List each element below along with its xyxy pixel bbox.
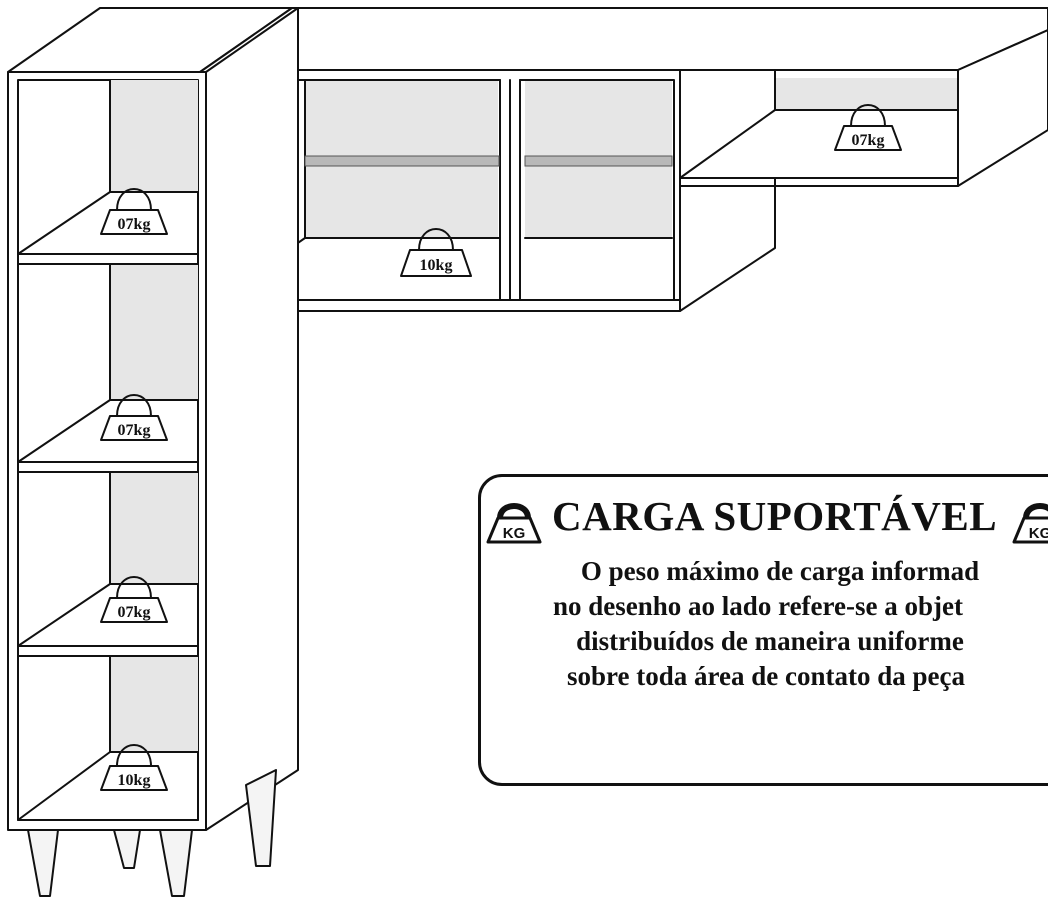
kg-weight-icon: KG: [486, 503, 542, 544]
weight-label: 07kg: [118, 216, 151, 233]
weight-tag-upper-cabinet: 10kg: [400, 228, 472, 277]
weight-label: 10kg: [420, 257, 453, 274]
weight-tag-tower-shelf-2: 07kg: [100, 394, 168, 441]
notice-line: O peso máximo de carga informad: [580, 556, 980, 586]
weight-tag-upper-right-shelf: 07kg: [834, 104, 902, 151]
weight-label: 10kg: [118, 772, 151, 789]
tall-tower: [7, 7, 299, 831]
notice-title: CARGA SUPORTÁVEL: [552, 493, 998, 539]
notice-line: sobre toda área de contato da peça: [567, 661, 965, 691]
notice-body: O peso máximo de carga informad no desen…: [480, 554, 1040, 694]
notice-line: distribuídos de maneira uniforme: [576, 626, 964, 656]
load-notice-box: [478, 474, 1048, 786]
weight-tag-tower-shelf-3: 07kg: [100, 576, 168, 623]
kg-weight-icon-right: KG: [1012, 503, 1048, 544]
notice-line: no desenho ao lado refere-se a objet: [553, 591, 963, 621]
weight-label: 07kg: [118, 422, 151, 439]
weight-label: 07kg: [118, 604, 151, 621]
weight-tag-tower-shelf-1: 07kg: [100, 188, 168, 235]
weight-label: 07kg: [852, 132, 885, 149]
weight-tag-tower-bottom: 10kg: [100, 744, 168, 791]
upper-cabinet: [205, 7, 1048, 312]
kg-icon-label: KG: [503, 525, 526, 542]
legs: [27, 769, 277, 897]
kg-icon-label: KG: [1029, 525, 1048, 542]
